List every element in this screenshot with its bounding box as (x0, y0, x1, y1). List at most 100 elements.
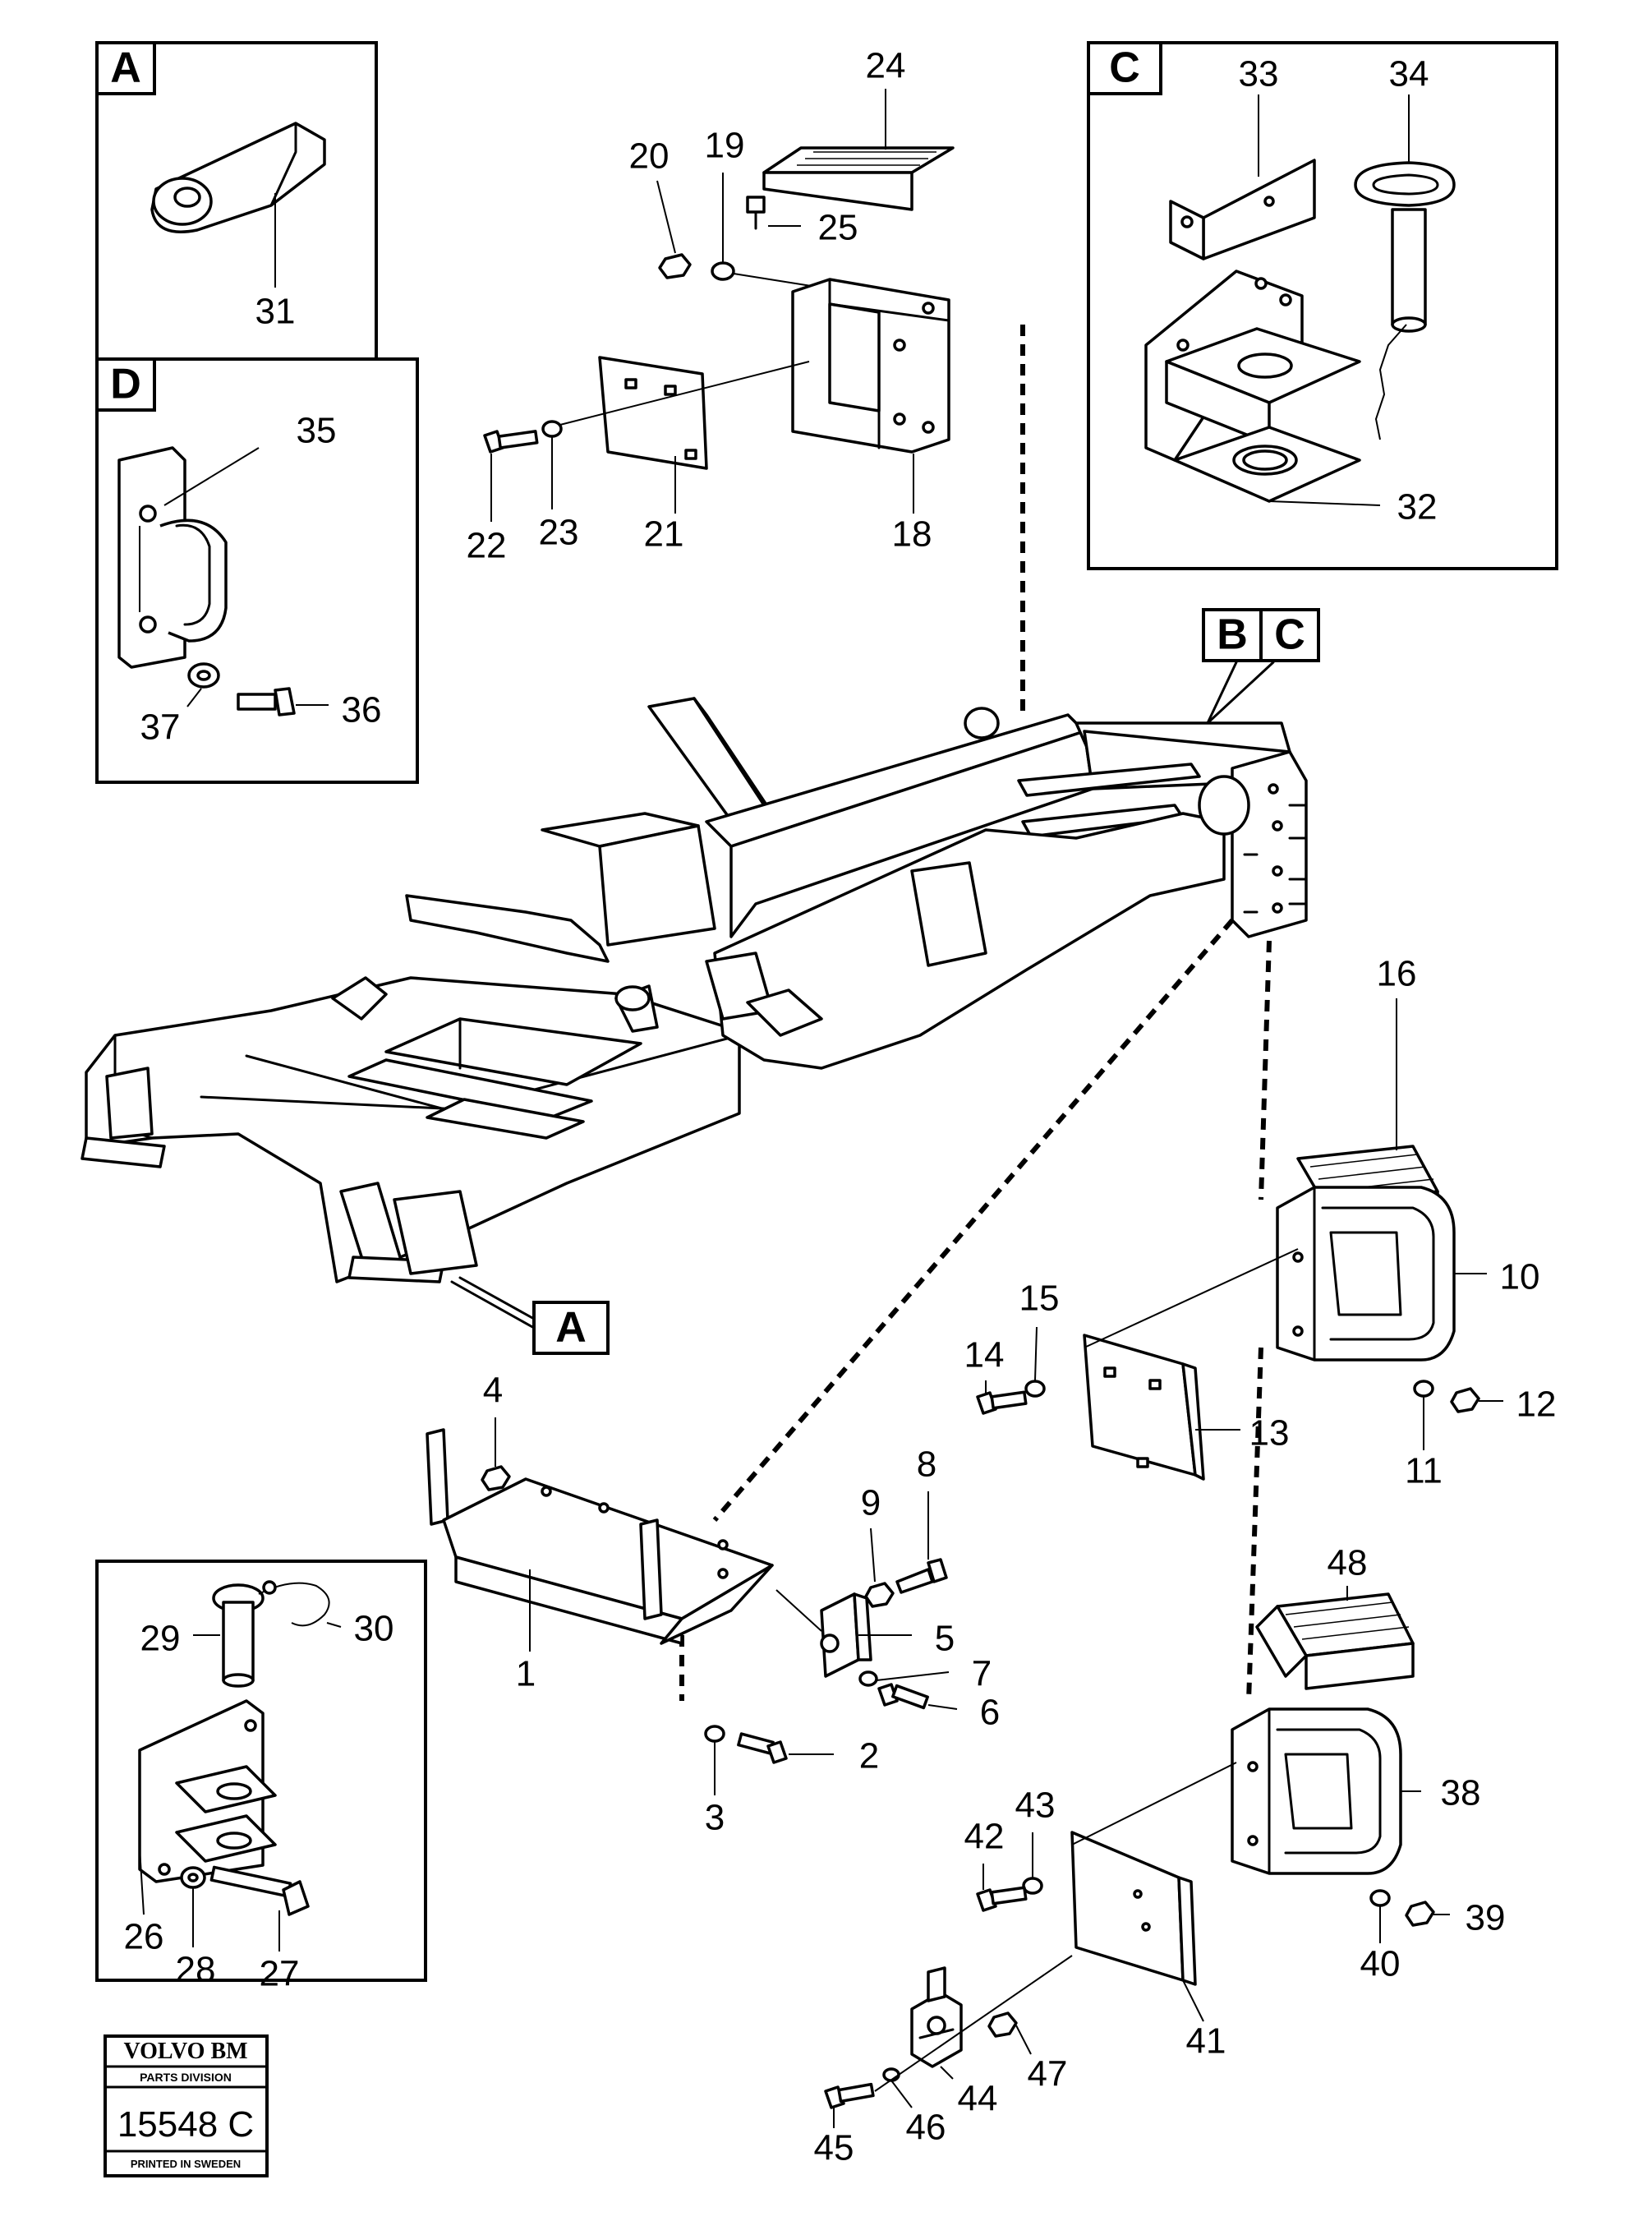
plate-21 (598, 356, 708, 470)
detail-label-b: B (1217, 611, 1248, 659)
callout-14: 14 (964, 1335, 1005, 1375)
detail-box-pin-bracket: 29 30 26 28 27 (95, 1560, 427, 1994)
callout-31: 31 (255, 292, 296, 332)
callout-3: 3 (705, 1798, 725, 1838)
bolt-6 (877, 1683, 929, 1710)
step-48 (1255, 1592, 1415, 1690)
hitch-pin-34 (1354, 161, 1456, 440)
hitch-bracket-32 (1144, 270, 1361, 503)
washer-11 (1413, 1380, 1434, 1398)
callout-33: 33 (1239, 54, 1279, 94)
washer-46 (882, 2067, 900, 2082)
bolt-27 (209, 1865, 310, 1916)
callout-8: 8 (917, 1445, 936, 1485)
callout-24: 24 (866, 46, 906, 86)
callout-9: 9 (861, 1483, 881, 1523)
callout-39: 39 (1466, 1898, 1506, 1938)
callout-26: 26 (124, 1917, 164, 1957)
guard-1 (426, 1428, 774, 1645)
pin-bracket-26 (138, 1699, 277, 1883)
callout-41: 41 (1186, 2021, 1226, 2062)
step-24 (762, 146, 955, 211)
callout-19: 19 (705, 126, 745, 166)
main-frame (81, 697, 1308, 1283)
bolt-22 (483, 430, 539, 454)
callout-10: 10 (1500, 1257, 1540, 1297)
detail-label-a-ref: A (555, 1304, 587, 1352)
callout-42: 42 (964, 1817, 1005, 1857)
callout-48: 48 (1328, 1543, 1368, 1583)
callout-45: 45 (814, 2128, 854, 2168)
callout-40: 40 (1360, 1944, 1401, 1984)
washer-15 (1024, 1380, 1046, 1398)
drawing-number: 15548 C (117, 2104, 254, 2145)
callout-6: 6 (980, 1693, 1000, 1733)
cover-plate-13 (1083, 1334, 1205, 1481)
callout-18: 18 (892, 514, 932, 555)
callout-38: 38 (1441, 1773, 1481, 1813)
callout-29: 29 (140, 1619, 181, 1659)
callout-15: 15 (1019, 1279, 1060, 1319)
callout-25: 25 (818, 208, 858, 248)
step-box-10 (1276, 1186, 1456, 1362)
callout-43: 43 (1015, 1786, 1056, 1826)
nut-4 (481, 1465, 511, 1491)
callout-23: 23 (539, 513, 579, 553)
latch-44 (910, 1966, 963, 2068)
nut-9 (864, 1582, 895, 1608)
washer-19 (711, 261, 735, 281)
callout-44: 44 (958, 2079, 998, 2119)
nut-20 (658, 253, 692, 279)
step-box-38 (1231, 1707, 1402, 1875)
fender-bracket-18 (791, 278, 950, 454)
nut-39 (1405, 1901, 1435, 1927)
bolt-2 (737, 1732, 788, 1764)
callout-2: 2 (859, 1736, 879, 1776)
callout-37: 37 (140, 707, 181, 748)
logo-division: PARTS DIVISION (140, 2071, 232, 2084)
logo-printed: PRINTED IN SWEDEN (131, 2158, 241, 2170)
washer-43 (1022, 1877, 1043, 1895)
callout-27: 27 (260, 1954, 300, 1994)
callout-28: 28 (176, 1950, 216, 1990)
callout-35: 35 (297, 411, 337, 451)
volvo-bm-logo-block: VOLVO BM PARTS DIVISION 15548 C PRINTED … (104, 2034, 269, 2177)
bolt-45 (824, 2082, 875, 2109)
logo-brand: VOLVO BM (123, 2039, 247, 2064)
tow-handle-plate (117, 446, 228, 669)
washer-40 (1369, 1889, 1391, 1907)
lug-part-31 (150, 122, 326, 233)
callout-22: 22 (467, 526, 507, 566)
nut-12 (1450, 1387, 1480, 1413)
view-reference-a: A (450, 1276, 610, 1355)
callout-21: 21 (644, 514, 684, 555)
callout-13: 13 (1249, 1413, 1290, 1454)
plate-33 (1169, 159, 1316, 260)
hitch-pin-29 (212, 1580, 330, 1688)
detail-box-d: D 35 37 36 (95, 357, 419, 784)
callout-20: 20 (629, 136, 670, 177)
view-reference-bc: B C (1202, 608, 1320, 725)
washer-37 (187, 662, 220, 689)
callout-5: 5 (935, 1619, 955, 1659)
cover-plate-41 (1070, 1831, 1197, 1986)
clip-25 (746, 196, 766, 230)
callout-4: 4 (483, 1371, 503, 1411)
callout-47: 47 (1028, 2054, 1068, 2094)
bolt-42 (976, 1886, 1028, 1912)
bracket-5 (820, 1592, 872, 1678)
callout-46: 46 (906, 2108, 946, 2148)
callout-32: 32 (1397, 487, 1438, 528)
callout-11: 11 (1405, 1451, 1443, 1491)
detail-label-c: C (1109, 44, 1140, 92)
callout-36: 36 (342, 690, 382, 730)
detail-label-a: A (110, 44, 141, 92)
callout-7: 7 (972, 1654, 992, 1694)
detail-label-d: D (110, 361, 141, 408)
callout-34: 34 (1389, 54, 1429, 94)
nut-47 (987, 2011, 1018, 2038)
callout-16: 16 (1377, 954, 1417, 994)
washer-28 (180, 1866, 206, 1889)
detail-box-a: A 31 (95, 41, 378, 361)
